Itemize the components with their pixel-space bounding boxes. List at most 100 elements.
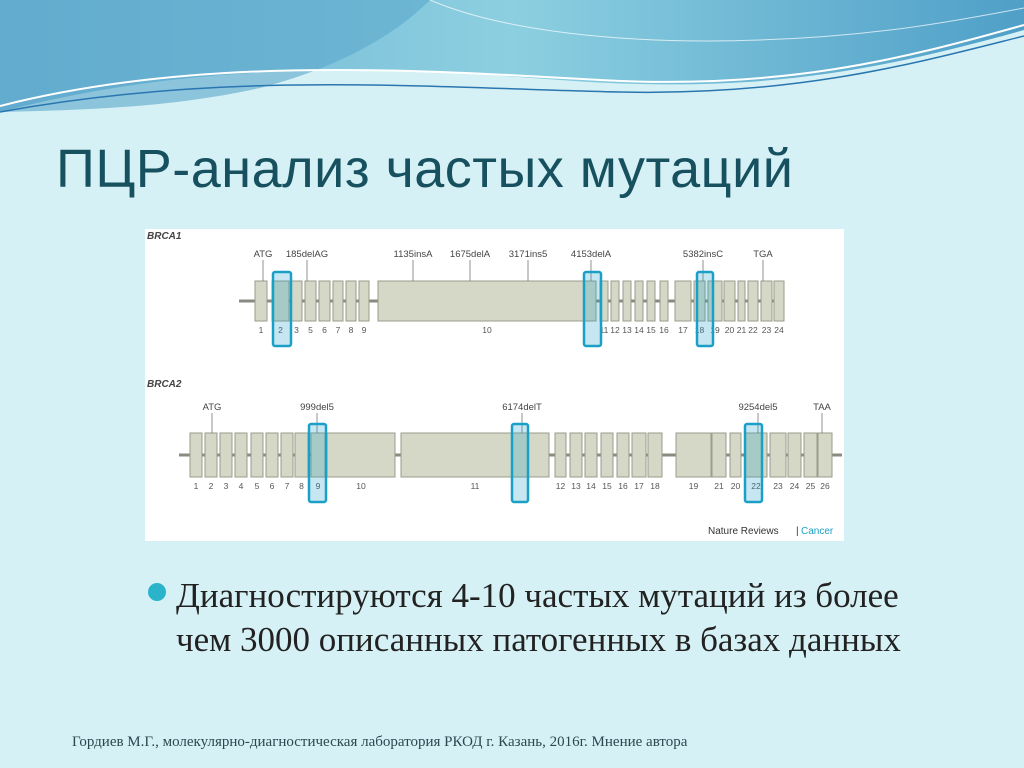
brca2-exon-number: 9 xyxy=(316,481,321,491)
brca1-exon xyxy=(773,280,785,322)
brca2-exon-number: 2 xyxy=(209,481,214,491)
brca1-exon xyxy=(290,280,303,322)
brca2-exon xyxy=(400,432,550,478)
brca1-mutation-label: 5382insC xyxy=(683,249,723,260)
gene-map-svg: BRCA1 BRCA2 1235678910111213141516171819… xyxy=(147,231,842,537)
brca1-exon-number: 10 xyxy=(482,325,492,335)
brca2-mutation-highlight xyxy=(307,422,328,504)
brca1-exon-number: 24 xyxy=(774,325,784,335)
brca1-exon xyxy=(634,280,644,322)
brca1-exon xyxy=(646,280,656,322)
brca1-mutation-highlight xyxy=(695,270,715,348)
brca2-exon xyxy=(569,432,583,478)
brca1-exon-number: 7 xyxy=(336,325,341,335)
brca1-track: 12356789101112131415161718192021222324AT… xyxy=(239,249,785,348)
brca2-exon xyxy=(250,432,264,478)
bullet-dot-icon xyxy=(148,583,166,601)
brca2-exon-number: 11 xyxy=(471,481,480,491)
brca1-exon-number: 13 xyxy=(622,325,632,335)
brca1-exon-number: 22 xyxy=(748,325,758,335)
brca2-exon-number: 17 xyxy=(634,481,644,491)
brca2-exon-number: 14 xyxy=(586,481,596,491)
brca2-exon xyxy=(294,432,309,478)
brca1-exon-number: 1 xyxy=(259,325,264,335)
brca1-exon xyxy=(304,280,317,322)
brca1-mutation-label: TGA xyxy=(753,249,773,260)
brca2-exon xyxy=(280,432,294,478)
brca1-mutation-label: ATG xyxy=(254,249,273,260)
brca2-exon-number: 24 xyxy=(790,481,800,491)
brca2-exon-number: 1 xyxy=(194,481,199,491)
brca1-mutation-label: 185delAG xyxy=(286,249,328,260)
brca1-exon xyxy=(345,280,357,322)
brca1-exon-number: 18 xyxy=(695,325,705,335)
brca2-exon-number: 20 xyxy=(731,481,741,491)
brca2-exon-number: 3 xyxy=(224,481,229,491)
brca2-exon xyxy=(729,432,742,478)
brca2-exon xyxy=(787,432,802,478)
brca1-exon-number: 21 xyxy=(737,325,747,335)
brca2-exon xyxy=(234,432,248,478)
brca2-exon-number: 4 xyxy=(239,481,244,491)
brca2-exon xyxy=(265,432,279,478)
brca2-exon xyxy=(584,432,598,478)
brca1-exon xyxy=(377,280,597,322)
wave-header-decoration xyxy=(0,0,1024,130)
brca2-exon-number: 23 xyxy=(773,481,783,491)
brca2-mutation-label: 6174delT xyxy=(502,402,542,413)
brca2-exon xyxy=(204,432,218,478)
brca2-exon xyxy=(600,432,614,478)
brca2-exon xyxy=(675,432,712,478)
brca2-exon-number: 15 xyxy=(602,481,612,491)
brca2-exon xyxy=(616,432,630,478)
brca1-mutation-highlight xyxy=(271,270,293,348)
figure-credit-journal: Nature Reviews xyxy=(708,526,779,537)
brca1-exon xyxy=(760,280,773,322)
brca1-exon-number: 11 xyxy=(600,325,609,335)
brca1-exon xyxy=(622,280,632,322)
brca1-mutation-label: 3171ins5 xyxy=(509,249,548,260)
brca2-mutation-label: 999del5 xyxy=(300,402,334,413)
brca1-exon xyxy=(707,280,723,322)
brca2-exon xyxy=(647,432,663,478)
brca1-mutation-label: 4153delA xyxy=(571,249,612,260)
brca2-exon xyxy=(803,432,818,478)
brca1-exon xyxy=(318,280,331,322)
brca1-exon-number: 3 xyxy=(294,325,299,335)
footer-credit: Гордиев М.Г., молекулярно-диагностическа… xyxy=(72,734,688,750)
brca2-exon-number: 26 xyxy=(820,481,830,491)
brca2-exon xyxy=(769,432,787,478)
brca2-exon-number: 16 xyxy=(618,481,628,491)
brca2-mutation-label: ATG xyxy=(203,402,222,413)
brca1-exon-number: 19 xyxy=(710,325,720,335)
brca1-exon-number: 20 xyxy=(725,325,735,335)
brca2-exon-number: 7 xyxy=(285,481,290,491)
brca2-exon-number: 21 xyxy=(714,481,724,491)
brca2-exon-number: 6 xyxy=(270,481,275,491)
brca1-exon xyxy=(358,280,370,322)
brca2-exon-number: 10 xyxy=(356,481,366,491)
brca2-mutation-highlight xyxy=(510,422,530,504)
brca1-exon-number: 9 xyxy=(362,325,367,335)
brca1-exon-number: 14 xyxy=(634,325,644,335)
brca1-exon xyxy=(693,280,706,322)
brca2-exon-number: 19 xyxy=(689,481,699,491)
brca2-exon-number: 22 xyxy=(751,481,761,491)
brca2-exon-number: 12 xyxy=(556,481,566,491)
brca1-exon xyxy=(723,280,736,322)
brca1-exon-number: 6 xyxy=(322,325,327,335)
brca1-exon xyxy=(659,280,669,322)
brca2-mutation-highlight xyxy=(743,422,764,504)
brca2-exon-number: 18 xyxy=(650,481,660,491)
figure-credit-section: Cancer xyxy=(801,526,834,537)
brca2-exon-number: 8 xyxy=(299,481,304,491)
brca1-mutation-label: 1675delA xyxy=(450,249,491,260)
brca1-exon xyxy=(332,280,344,322)
brca1-exon xyxy=(747,280,759,322)
brca-gene-diagram: BRCA1 BRCA2 1235678910111213141516171819… xyxy=(145,229,844,541)
brca2-track: 1234567891011121314151617181921202223242… xyxy=(179,402,842,504)
brca1-exon-number: 15 xyxy=(646,325,656,335)
brca1-exon-number: 23 xyxy=(762,325,772,335)
figure-credit-separator: | xyxy=(796,526,799,537)
brca1-exon xyxy=(674,280,692,322)
